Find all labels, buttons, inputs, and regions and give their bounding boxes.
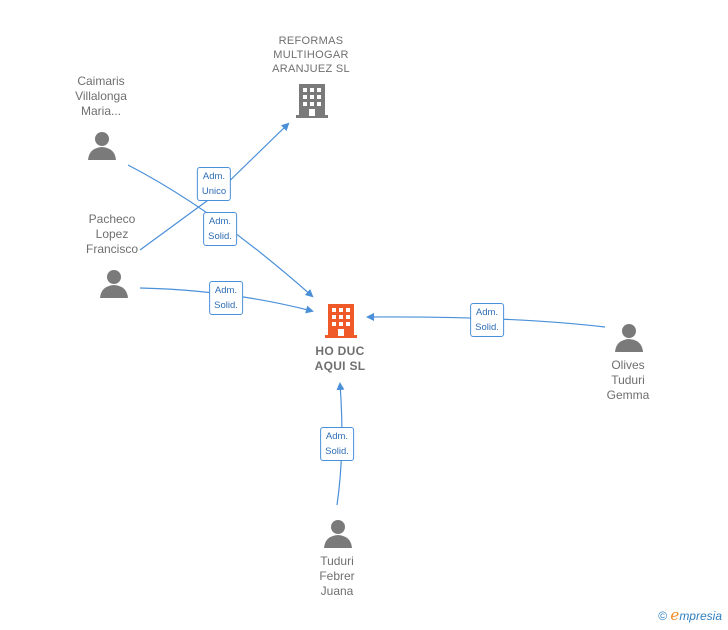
- person-label-caimaris[interactable]: Caimaris Villalonga Maria...: [75, 74, 127, 119]
- edge-label-line: Adm.: [475, 307, 499, 318]
- brand-logo-text: mpresia: [679, 609, 722, 623]
- edge-label-line: Adm.: [202, 171, 226, 182]
- copyright-symbol: ©: [658, 609, 668, 623]
- person-icon[interactable]: [99, 268, 129, 303]
- edge-label-line: Solid.: [475, 322, 499, 333]
- label-line: Tuduri: [320, 554, 354, 568]
- person-label-pacheco[interactable]: Pacheco Lopez Francisco: [86, 212, 138, 257]
- label-line: Pacheco: [88, 212, 136, 226]
- person-icon[interactable]: [614, 322, 644, 357]
- person-icon[interactable]: [323, 518, 353, 553]
- edge-label-adm-unico[interactable]: Adm. Unico: [196, 167, 232, 201]
- company-label-reformas[interactable]: REFORMAS MULTIHOGAR ARANJUEZ SL: [272, 34, 350, 76]
- edge-label-adm-solid[interactable]: Adm. Solid.: [209, 281, 243, 315]
- label-line: AQUI SL: [314, 359, 366, 373]
- edge-label-line: Adm.: [325, 431, 349, 442]
- label-line: Juana: [320, 584, 354, 598]
- person-label-olives[interactable]: Olives Tuduri Gemma: [607, 358, 650, 403]
- edge-label-line: Solid.: [214, 300, 238, 311]
- empresia-watermark: © empresia: [658, 606, 722, 624]
- person-label-tuduri[interactable]: Tuduri Febrer Juana: [319, 554, 354, 599]
- label-line: Febrer: [319, 569, 355, 583]
- edge-label-line: Unico: [201, 186, 227, 197]
- label-line: ARANJUEZ SL: [272, 63, 350, 75]
- edge-label-line: Solid.: [325, 446, 349, 457]
- label-line: Villalonga: [75, 89, 127, 103]
- label-line: Lopez: [95, 227, 129, 241]
- edge-label-line: Solid.: [208, 231, 232, 242]
- building-icon-main[interactable]: [325, 304, 357, 343]
- label-line: Caimaris: [77, 74, 125, 88]
- label-line: Tuduri: [611, 373, 645, 387]
- label-line: HO DUC: [315, 344, 365, 358]
- edge-label-adm-solid[interactable]: Adm. Solid.: [470, 303, 504, 337]
- edge-label-line: Adm.: [208, 216, 232, 227]
- company-label-hoduc[interactable]: HO DUC AQUI SL: [315, 344, 366, 374]
- label-line: Gemma: [606, 388, 650, 402]
- brand-logo-letter: e: [670, 606, 680, 624]
- label-line: Olives: [611, 358, 645, 372]
- label-line: Maria...: [80, 104, 122, 118]
- edge-label-adm-solid[interactable]: Adm. Solid.: [203, 212, 237, 246]
- building-icon[interactable]: [296, 84, 328, 123]
- edge-label-adm-solid[interactable]: Adm. Solid.: [320, 427, 354, 461]
- edge-label-line: Adm.: [214, 285, 238, 296]
- person-icon[interactable]: [87, 130, 117, 165]
- label-line: Francisco: [85, 242, 139, 256]
- label-line: REFORMAS: [278, 35, 344, 47]
- label-line: MULTIHOGAR: [273, 49, 349, 61]
